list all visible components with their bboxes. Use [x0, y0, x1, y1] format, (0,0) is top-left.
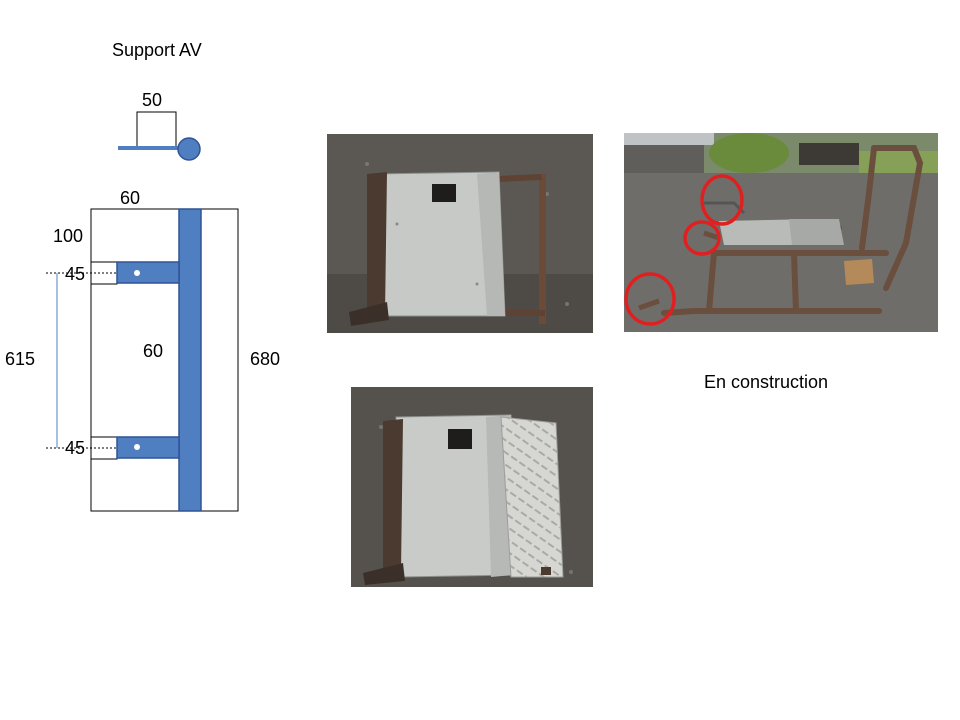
- dim-label-top-width: 50: [142, 90, 163, 110]
- photo-frame-construction: [624, 133, 938, 332]
- mounting-tab-upper: [116, 261, 180, 284]
- mounting-tab-lower: [116, 436, 180, 459]
- tube-section: [177, 137, 201, 161]
- dim-label-bar-width: 60: [143, 341, 164, 361]
- dim-label-total-height: 680: [250, 349, 281, 369]
- dim-label-hole-spacing: 615: [5, 349, 36, 369]
- dim-label-width: 60: [120, 188, 141, 208]
- highlight-circle-1: [700, 174, 744, 226]
- front-view: [46, 208, 239, 512]
- mounting-hole-lower: [134, 444, 140, 450]
- highlight-circle-2: [683, 220, 721, 256]
- side-view: [118, 111, 201, 161]
- photo-skid-plate-checker: [351, 387, 593, 587]
- dim-label-tab-upper: 45: [65, 264, 86, 284]
- photo-skid-plate-frame: [327, 134, 593, 333]
- support-drawing: [46, 111, 239, 512]
- dim-label-offset-top: 100: [53, 226, 84, 246]
- highlight-circle-3: [624, 272, 676, 326]
- mounting-hole-upper: [134, 270, 140, 276]
- top-width-dimension-box: [136, 111, 177, 149]
- height-dimension-box: [199, 208, 239, 512]
- main-bar: [178, 208, 202, 512]
- page-title: Support AV: [112, 40, 202, 60]
- photo-caption: En construction: [704, 372, 829, 392]
- width-dimension-box: [90, 208, 181, 512]
